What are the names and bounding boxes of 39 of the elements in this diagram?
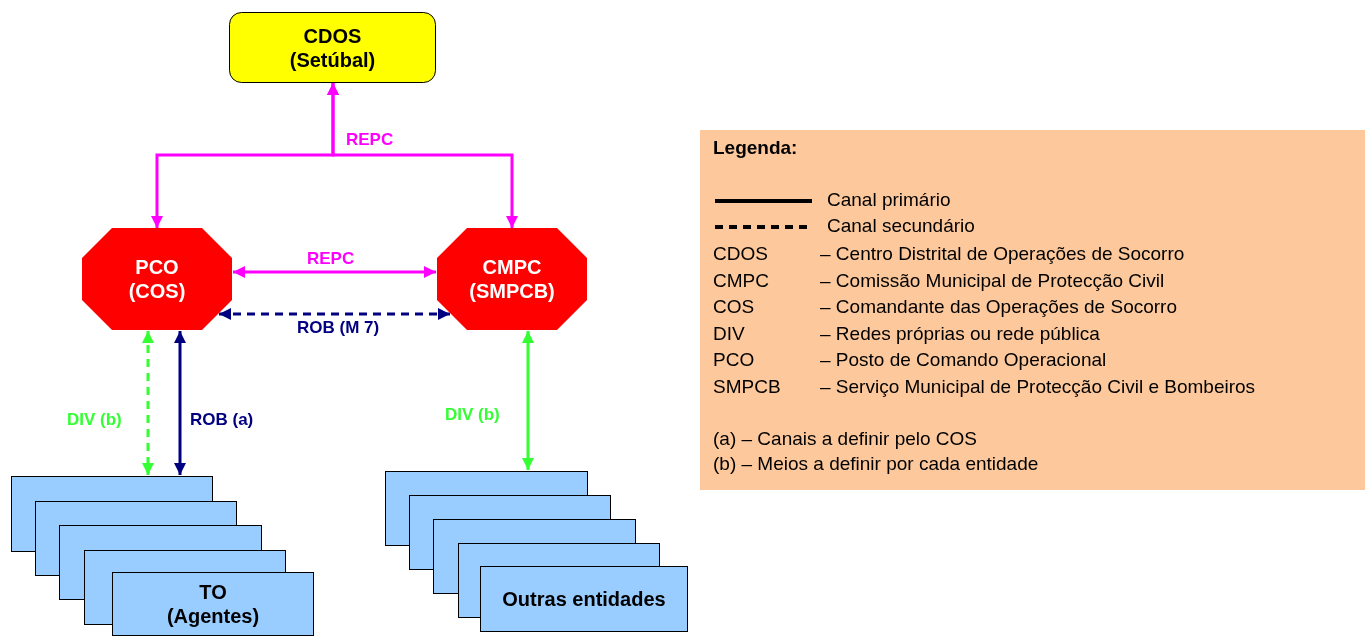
footnote: (b) – Meios a definir por cada entidade bbox=[713, 453, 1039, 475]
definition: – Centro Distrital de Operações de Socorro bbox=[820, 243, 1185, 265]
edge-label: REPC bbox=[307, 249, 355, 269]
definition: – Comissão Municipal de Protecção Civil bbox=[820, 270, 1165, 292]
abbreviation: CDOS bbox=[713, 243, 768, 265]
edge-label: ROB (M 7) bbox=[297, 318, 380, 338]
legend-text: Canal primário bbox=[827, 189, 951, 211]
legend-text: Canal secundário bbox=[827, 215, 975, 237]
abbreviation: PCO bbox=[713, 349, 755, 371]
node-label: TO (Agentes) bbox=[165, 580, 261, 628]
entity-box bbox=[480, 566, 688, 632]
abbreviation: SMPCB bbox=[713, 376, 781, 398]
edge-label: REPC bbox=[346, 130, 394, 150]
abbreviation: COS bbox=[713, 296, 755, 318]
node-label: Outras entidades bbox=[501, 587, 667, 611]
legend-title: Legenda: bbox=[713, 137, 798, 159]
arrow bbox=[522, 331, 534, 470]
footnote: (a) – Canais a definir pelo COS bbox=[713, 428, 977, 450]
rounded-box bbox=[229, 12, 436, 83]
octagon-node bbox=[82, 228, 232, 330]
octagon-node bbox=[437, 228, 587, 330]
edge-label: ROB (a) bbox=[190, 410, 254, 430]
node-label: CDOS (Setúbal) bbox=[288, 23, 377, 72]
definition: – Redes próprias ou rede pública bbox=[820, 323, 1100, 345]
edge-label: DIV (b) bbox=[67, 410, 122, 430]
dashed-arrow bbox=[142, 331, 154, 475]
definition: – Comandante das Operações de Socorro bbox=[820, 296, 1177, 318]
arrow bbox=[233, 266, 436, 278]
abbreviation: CMPC bbox=[713, 270, 769, 292]
arrow bbox=[174, 331, 186, 475]
edge-label: DIV (b) bbox=[445, 405, 500, 425]
definition: – Posto de Comando Operacional bbox=[820, 349, 1107, 371]
node-label: CMPC (SMPCB) bbox=[468, 255, 556, 303]
abbreviation: DIV bbox=[713, 323, 745, 345]
arrow bbox=[327, 83, 518, 228]
node-label: PCO (COS) bbox=[127, 255, 187, 303]
definition: – Serviço Municipal de Protecção Civil e Bombeiros bbox=[820, 376, 1256, 398]
entity-box bbox=[112, 572, 314, 636]
dashed-arrow bbox=[219, 308, 450, 320]
